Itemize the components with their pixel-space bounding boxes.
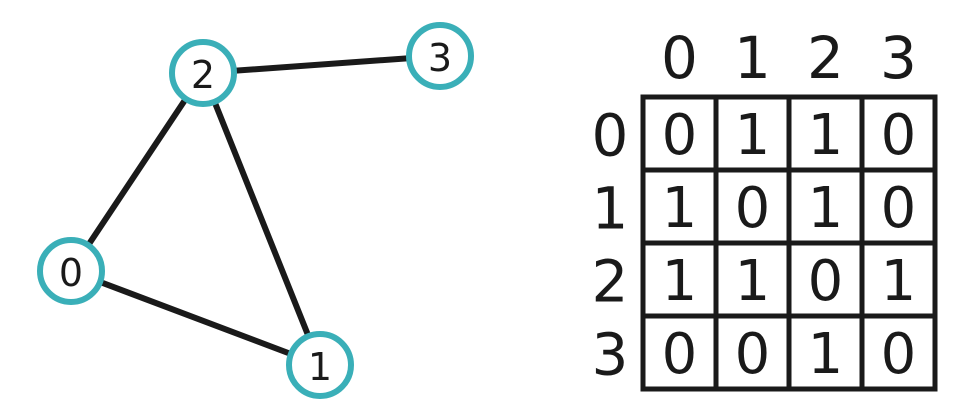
row-header-1: 1 <box>592 175 629 243</box>
matrix-cell-1-1: 0 <box>735 176 771 241</box>
edge-0-2 <box>68 70 206 274</box>
edge-0-1 <box>68 268 323 368</box>
graph-nodes: 0 1 2 3 <box>37 22 474 399</box>
column-header-2: 2 <box>807 24 844 92</box>
column-header-1: 1 <box>734 24 771 92</box>
node-label-0: 0 <box>59 251 83 295</box>
node-3: 3 <box>406 22 474 90</box>
matrix-cell-2-3: 1 <box>881 249 917 314</box>
row-header-3: 3 <box>592 321 629 389</box>
node-circle-3 <box>406 22 474 90</box>
matrix-cell-2-1: 1 <box>735 249 771 314</box>
node-label-3: 3 <box>428 36 452 80</box>
node-circle-1 <box>286 331 354 399</box>
matrix-cell-0-3: 0 <box>881 103 917 168</box>
matrix-cell-1-2: 1 <box>808 176 844 241</box>
matrix-cell-0-1: 1 <box>735 103 771 168</box>
node-label-1: 1 <box>308 345 332 389</box>
matrix-cell-0-0: 0 <box>662 103 698 168</box>
matrix-cell-1-0: 1 <box>662 176 698 241</box>
matrix-cell-3-3: 0 <box>881 322 917 387</box>
matrix-cell-3-0: 0 <box>662 322 698 387</box>
node-circle-0 <box>37 237 105 305</box>
graph-edges <box>68 53 443 368</box>
matrix-cell-3-1: 0 <box>735 322 771 387</box>
row-header-2: 2 <box>592 248 629 316</box>
row-header-0: 0 <box>592 102 629 170</box>
edge-2-3 <box>200 53 443 76</box>
matrix-cell-1-3: 0 <box>881 176 917 241</box>
column-header-0: 0 <box>661 24 698 92</box>
edge-1-2 <box>200 70 323 368</box>
column-header-3: 3 <box>880 24 917 92</box>
matrix-cell-2-0: 1 <box>662 249 698 314</box>
graph: 0 1 2 3 <box>37 22 474 399</box>
node-label-2: 2 <box>191 53 215 97</box>
node-circle-2 <box>169 39 237 107</box>
matrix-cell-0-2: 1 <box>808 103 844 168</box>
matrix-cell-2-2: 0 <box>808 249 844 314</box>
node-1: 1 <box>286 331 354 399</box>
matrix-cell-3-2: 1 <box>808 322 844 387</box>
node-2: 2 <box>169 39 237 107</box>
node-0: 0 <box>37 237 105 305</box>
matrix-grid <box>640 94 938 392</box>
